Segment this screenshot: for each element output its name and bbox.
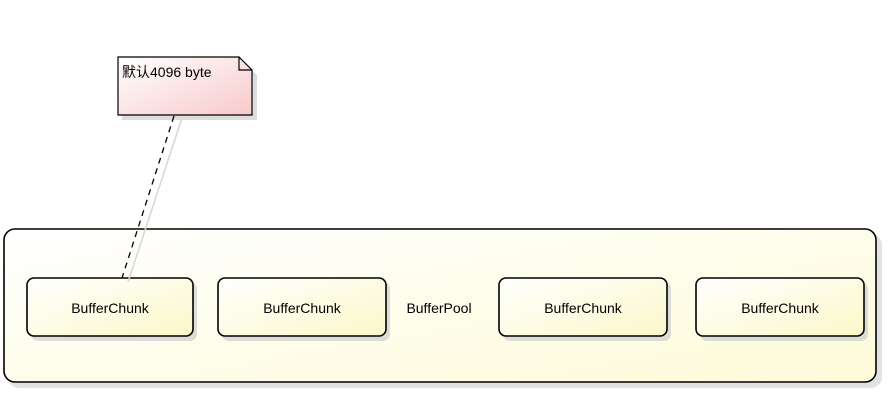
- chunk-box: [217, 277, 387, 337]
- chunk-label: BufferChunk: [544, 300, 623, 316]
- chunk-label: BufferChunk: [741, 300, 820, 316]
- chunk-box: [695, 277, 865, 337]
- note-text: 默认4096 byte: [122, 64, 212, 80]
- chunk-label: BufferChunk: [71, 300, 150, 316]
- note[interactable]: 默认4096 byte: [117, 56, 257, 120]
- buffer-chunk-3[interactable]: BufferChunk: [498, 277, 671, 341]
- chunk-box: [26, 277, 194, 337]
- buffer-pool[interactable]: BufferPool: [3, 228, 882, 388]
- note-connector: [121, 115, 183, 283]
- buffer-chunk-2[interactable]: BufferChunk: [217, 277, 390, 341]
- chunk-label: BufferChunk: [263, 300, 342, 316]
- note-fold: [238, 57, 252, 71]
- connector-shadow: [127, 117, 183, 283]
- buffer-chunk-4[interactable]: BufferChunk: [695, 277, 868, 341]
- buffer-chunk-1[interactable]: BufferChunk: [26, 277, 197, 341]
- chunk-box: [498, 277, 668, 337]
- pool-label: BufferPool: [406, 300, 471, 316]
- note-body: [117, 56, 253, 116]
- pool-box: [3, 228, 877, 383]
